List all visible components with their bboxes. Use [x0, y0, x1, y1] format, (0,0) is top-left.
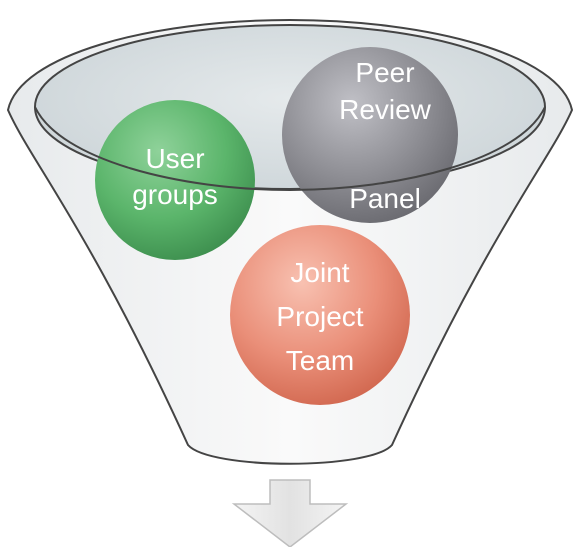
- peer-review-label-line1: Peer: [355, 57, 414, 88]
- peer-review-label-line3: Panel: [349, 183, 421, 214]
- joint-project-label-line1: Joint: [290, 257, 349, 288]
- joint-project-team-circle: [230, 225, 410, 405]
- user-groups-label-line1: User: [145, 143, 204, 174]
- joint-project-label-line3: Team: [286, 345, 354, 376]
- joint-project-label-line2: Project: [276, 301, 363, 332]
- funnel-rim-front-edge: [34, 106, 546, 192]
- down-arrow-icon: [231, 479, 349, 548]
- peer-review-panel-circle: [282, 47, 458, 223]
- peer-review-label-line2: Review: [339, 94, 432, 125]
